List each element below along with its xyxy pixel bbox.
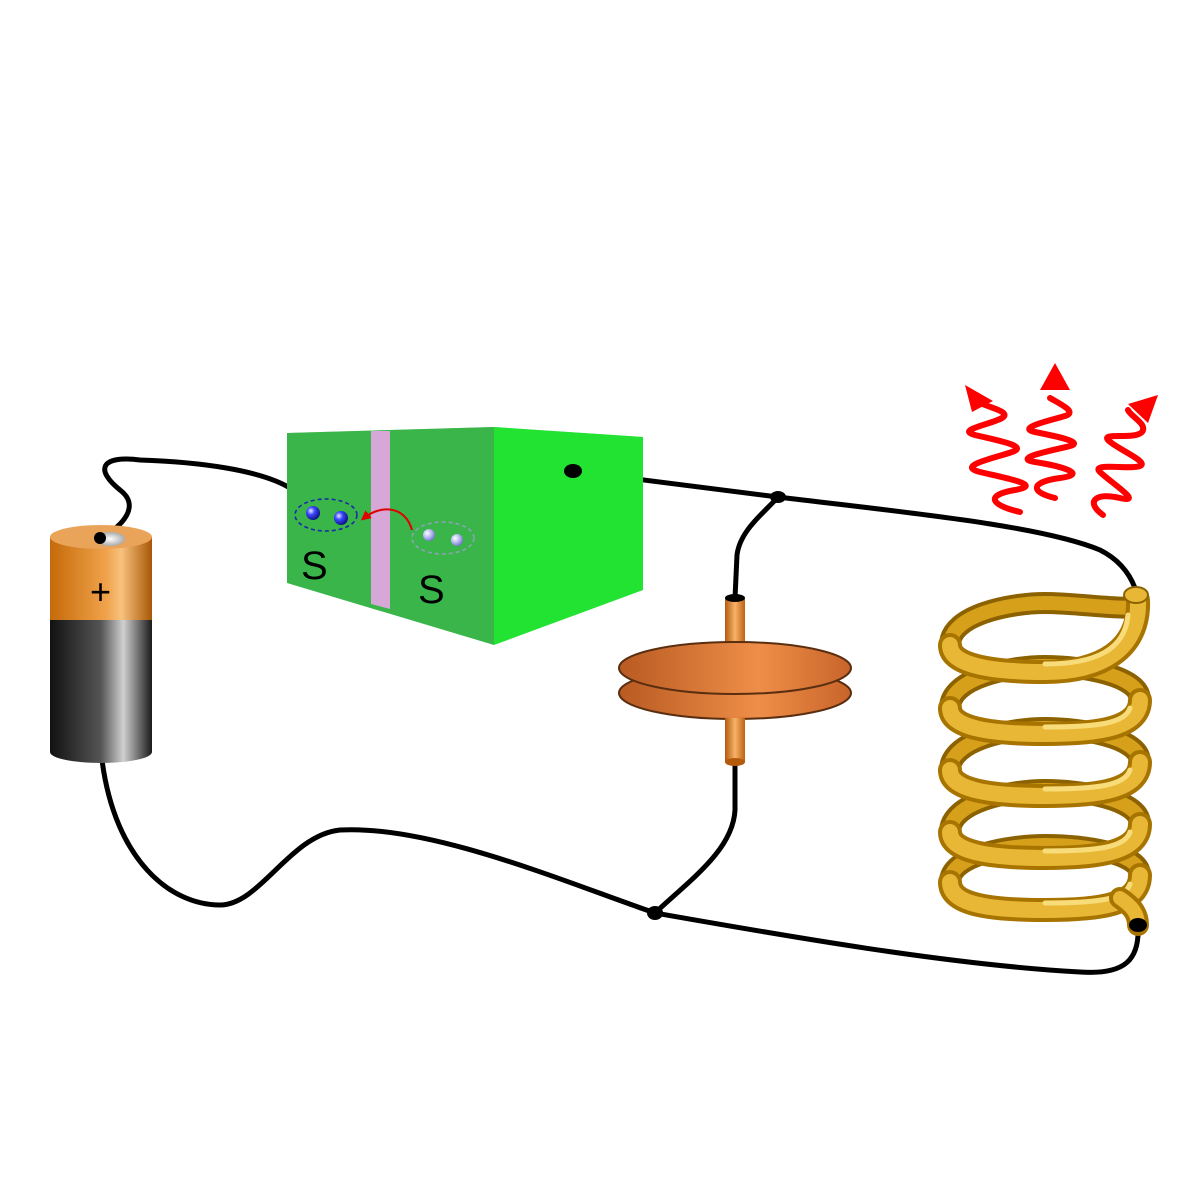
battery-wire-dot — [94, 532, 106, 544]
node-lower — [647, 906, 663, 920]
node-upper — [770, 491, 786, 503]
block-barrier-front — [371, 431, 390, 609]
wire-battery-to-block — [97, 456, 293, 541]
block-right-label: S — [418, 568, 445, 612]
wave-left — [966, 399, 1029, 515]
pn-junction-block: S S — [287, 427, 643, 645]
capacitor-bottom-pin-end — [725, 758, 745, 766]
capacitor-plate-upper — [618, 641, 852, 695]
battery-plus-label: + — [90, 571, 111, 612]
block-terminal — [564, 464, 582, 478]
wire-lower-node-to-coil — [652, 910, 1141, 975]
wire-node-to-capacitor-top — [732, 494, 781, 601]
wave-left-head — [965, 385, 993, 412]
left-pair-outline — [294, 498, 358, 532]
battery-bottom — [50, 741, 152, 763]
electron-right-1 — [423, 529, 435, 541]
coil-bottom-terminal — [1129, 918, 1147, 932]
electron-left-2 — [334, 511, 348, 525]
wave-middle — [1024, 395, 1077, 501]
block-front-face — [287, 427, 494, 645]
electron-left-1 — [306, 506, 320, 520]
radiation-waves — [965, 363, 1158, 518]
electron-right-2 — [451, 534, 463, 546]
block-side-face — [494, 427, 643, 645]
capacitor-top-pin-cap — [725, 594, 745, 602]
right-pair-outline — [411, 521, 475, 555]
wave-right — [1090, 407, 1147, 518]
coil-highlights — [1042, 612, 1133, 906]
inductor-coil — [938, 586, 1152, 936]
block-left-label: S — [301, 544, 328, 588]
wire-capacitor-bottom-to-node — [652, 759, 738, 916]
battery-cap — [50, 537, 152, 620]
battery: + — [50, 525, 152, 763]
capacitor — [618, 594, 852, 766]
wave-right-head — [1128, 395, 1158, 423]
transfer-arrow — [360, 508, 413, 531]
wave-middle-head — [1040, 363, 1070, 390]
wire-block-to-coil — [570, 468, 1138, 591]
wire-battery-to-lower-node — [99, 757, 658, 916]
nodes — [647, 491, 786, 920]
wires — [97, 456, 1141, 975]
coil-top-end — [1123, 586, 1149, 604]
battery-body — [50, 620, 152, 752]
capacitor-bottom-pin — [725, 718, 745, 762]
